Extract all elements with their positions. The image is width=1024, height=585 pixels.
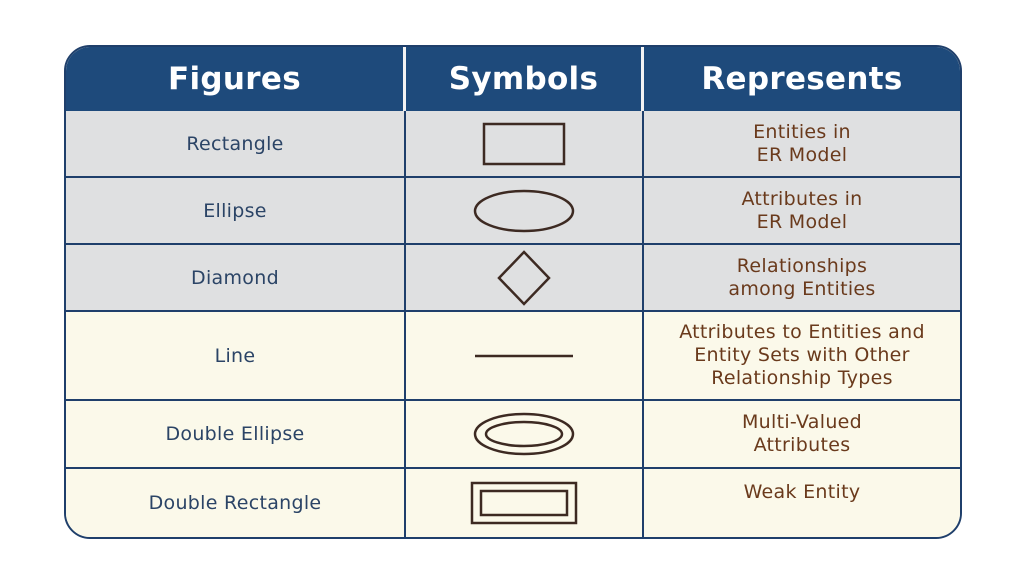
figure-diamond: Diamond [66, 245, 406, 312]
figure-ellipse: Ellipse [66, 178, 406, 245]
double-rectangle-icon [470, 481, 578, 525]
figure-line: Line [66, 312, 406, 401]
header-figures: Figures [66, 47, 406, 111]
er-symbols-table: Figures Symbols Represents Rectangle Ent… [64, 45, 962, 539]
represents-rectangle: Entities in ER Model [644, 111, 960, 178]
ellipse-icon [473, 189, 575, 232]
rectangle-icon [482, 122, 566, 165]
symbol-cell-diamond [406, 245, 644, 312]
symbol-cell-line [406, 312, 644, 401]
represents-double-rectangle: Weak Entity [644, 469, 960, 537]
header-represents: Represents [644, 47, 960, 111]
represents-diamond: Relationships among Entities [644, 245, 960, 312]
symbol-cell-rectangle [406, 111, 644, 178]
header-symbols: Symbols [406, 47, 644, 111]
diamond-icon [497, 249, 551, 306]
double-ellipse-icon [473, 412, 575, 456]
figure-double-rectangle: Double Rectangle [66, 469, 406, 537]
symbol-cell-double-rectangle [406, 469, 644, 537]
represents-line: Attributes to Entities and Entity Sets w… [644, 312, 960, 401]
represents-ellipse: Attributes in ER Model [644, 178, 960, 245]
represents-double-ellipse: Multi-Valued Attributes [644, 401, 960, 469]
figure-double-ellipse: Double Ellipse [66, 401, 406, 469]
line-icon [475, 354, 573, 357]
figure-rectangle: Rectangle [66, 111, 406, 178]
symbol-cell-double-ellipse [406, 401, 644, 469]
symbol-cell-ellipse [406, 178, 644, 245]
